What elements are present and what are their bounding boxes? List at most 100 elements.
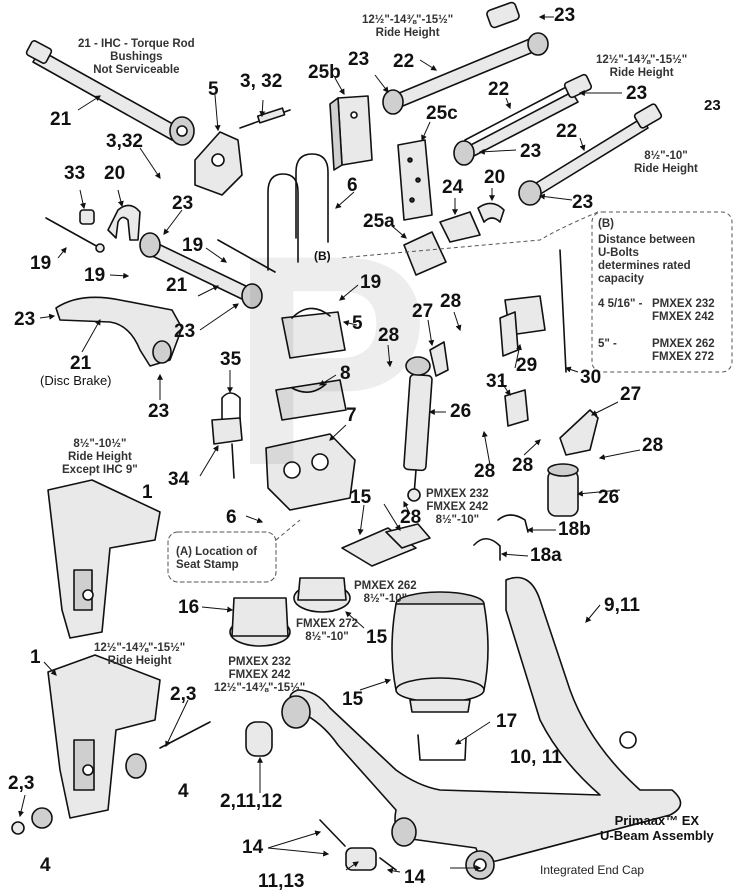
callout-18a: 18a [530,545,562,566]
callout-9-11: 9,11 [604,595,640,616]
callout-1-a: 1 [142,482,153,503]
callout-24: 24 [442,177,464,198]
callout-4-b: 4 [40,855,51,876]
callout-23-left1: 23 [172,193,194,214]
watermark: P [230,192,431,528]
u-beam-assembly [281,576,682,880]
callout-7: 7 [346,405,357,426]
callout-11-13: 11,13 [258,871,305,892]
callout-1-b: 1 [30,647,41,668]
frame-bracket-1-bottom [47,654,161,819]
callout-23-r2: 23 [520,141,542,162]
callout-22-r: 22 [556,121,578,142]
part-20-right [477,202,505,223]
callout-19-c: 19 [84,265,106,286]
callout-2-3-a: 2,3 [170,684,197,705]
note-ride-height-5: 12½"-14⅜"-15½"Ride Height [94,642,186,667]
callout-23-mid: 23 [626,83,648,104]
spacer-8 [275,379,347,421]
torque-rod-22-right [518,103,663,206]
callout-31: 31 [486,371,508,392]
callout-28-e: 28 [642,435,664,456]
callout-25a: 25a [363,211,395,232]
air-spring-15 [391,591,489,713]
callout-28-f: 28 [400,507,422,528]
washers-2-3 [11,807,53,835]
callout-21-mid: 21 [166,275,188,296]
bushing-2-11-12 [245,721,273,757]
callout-16: 16 [178,597,200,618]
u-bolts-6 [267,153,329,271]
callout-15-b: 15 [366,627,388,648]
callout-5-top: 5 [208,79,219,100]
callout-23-top: 23 [348,49,370,70]
note-ride-height-1: 12½"-14⅜"-15½"Ride Height [362,14,454,39]
callout-26-b: 26 [598,487,620,508]
torque-rod-21-disc [55,296,183,367]
callout-23-r3: 23 [572,192,594,213]
callout-22-mid: 22 [488,79,510,100]
callout-21-disc: 21 [70,353,92,374]
frame-bracket-1-top [47,479,161,639]
callout-27-a: 27 [412,301,434,322]
torque-rod-22-top [382,1,549,115]
torque-rod-21-mid [139,232,263,309]
bolt-2-3 [125,721,211,779]
piston-15-mid [293,577,351,613]
note-b-marker: (B) [314,249,331,263]
bracket-27 [429,341,449,377]
spacer-15-upper [341,523,431,567]
note-b-title: (B) [598,218,614,230]
callout-25c: 25c [426,103,458,124]
callout-23-l3: 23 [174,321,196,342]
callout-3-32-top: 3, 32 [240,71,283,92]
shock-26-right [547,463,579,517]
mount-25b [329,95,373,171]
callout-4-a: 4 [178,781,189,802]
capacity-dashbox [591,211,733,373]
seat-stamp-dashbox [167,531,277,583]
callout-15-c: 15 [342,689,364,710]
clip-18b [497,514,529,533]
callout-3-32-left: 3,32 [106,131,143,152]
note-ride-height-2: 12½"-14⅜"-15½"Ride Height [596,54,688,79]
callout-28-a: 28 [378,325,400,346]
callout-34: 34 [168,469,190,490]
callout-10-11: 10, 11 [510,747,562,768]
callout-23-top2: 23 [554,5,576,26]
plate-25c [397,139,433,221]
linkage-29 [499,295,546,357]
leader-lines [18,14,641,874]
part-25a [403,231,447,276]
callout-25b: 25b [308,62,341,83]
callout-19-d: 19 [360,272,382,293]
seat-7 [265,433,356,511]
callout-26-a: 26 [450,401,472,422]
bolt-19-mid [217,239,276,273]
callout-6-top: 6 [347,175,358,196]
callout-28-c: 28 [474,461,496,482]
callout-35: 35 [220,349,242,370]
callout-19-a: 19 [30,253,52,274]
callout-6-low: 6 [226,507,237,528]
part-24 [439,211,481,243]
pedestal-16 [229,597,291,647]
part-31 [504,389,529,427]
callout-29: 29 [516,355,538,376]
bracket-5-mid [281,307,346,359]
height-valve-rod-30 [559,249,567,373]
callout-33: 33 [64,163,86,184]
bracket-27-right [559,409,599,456]
callout-2-11-12: 2,11,12 [220,791,283,812]
